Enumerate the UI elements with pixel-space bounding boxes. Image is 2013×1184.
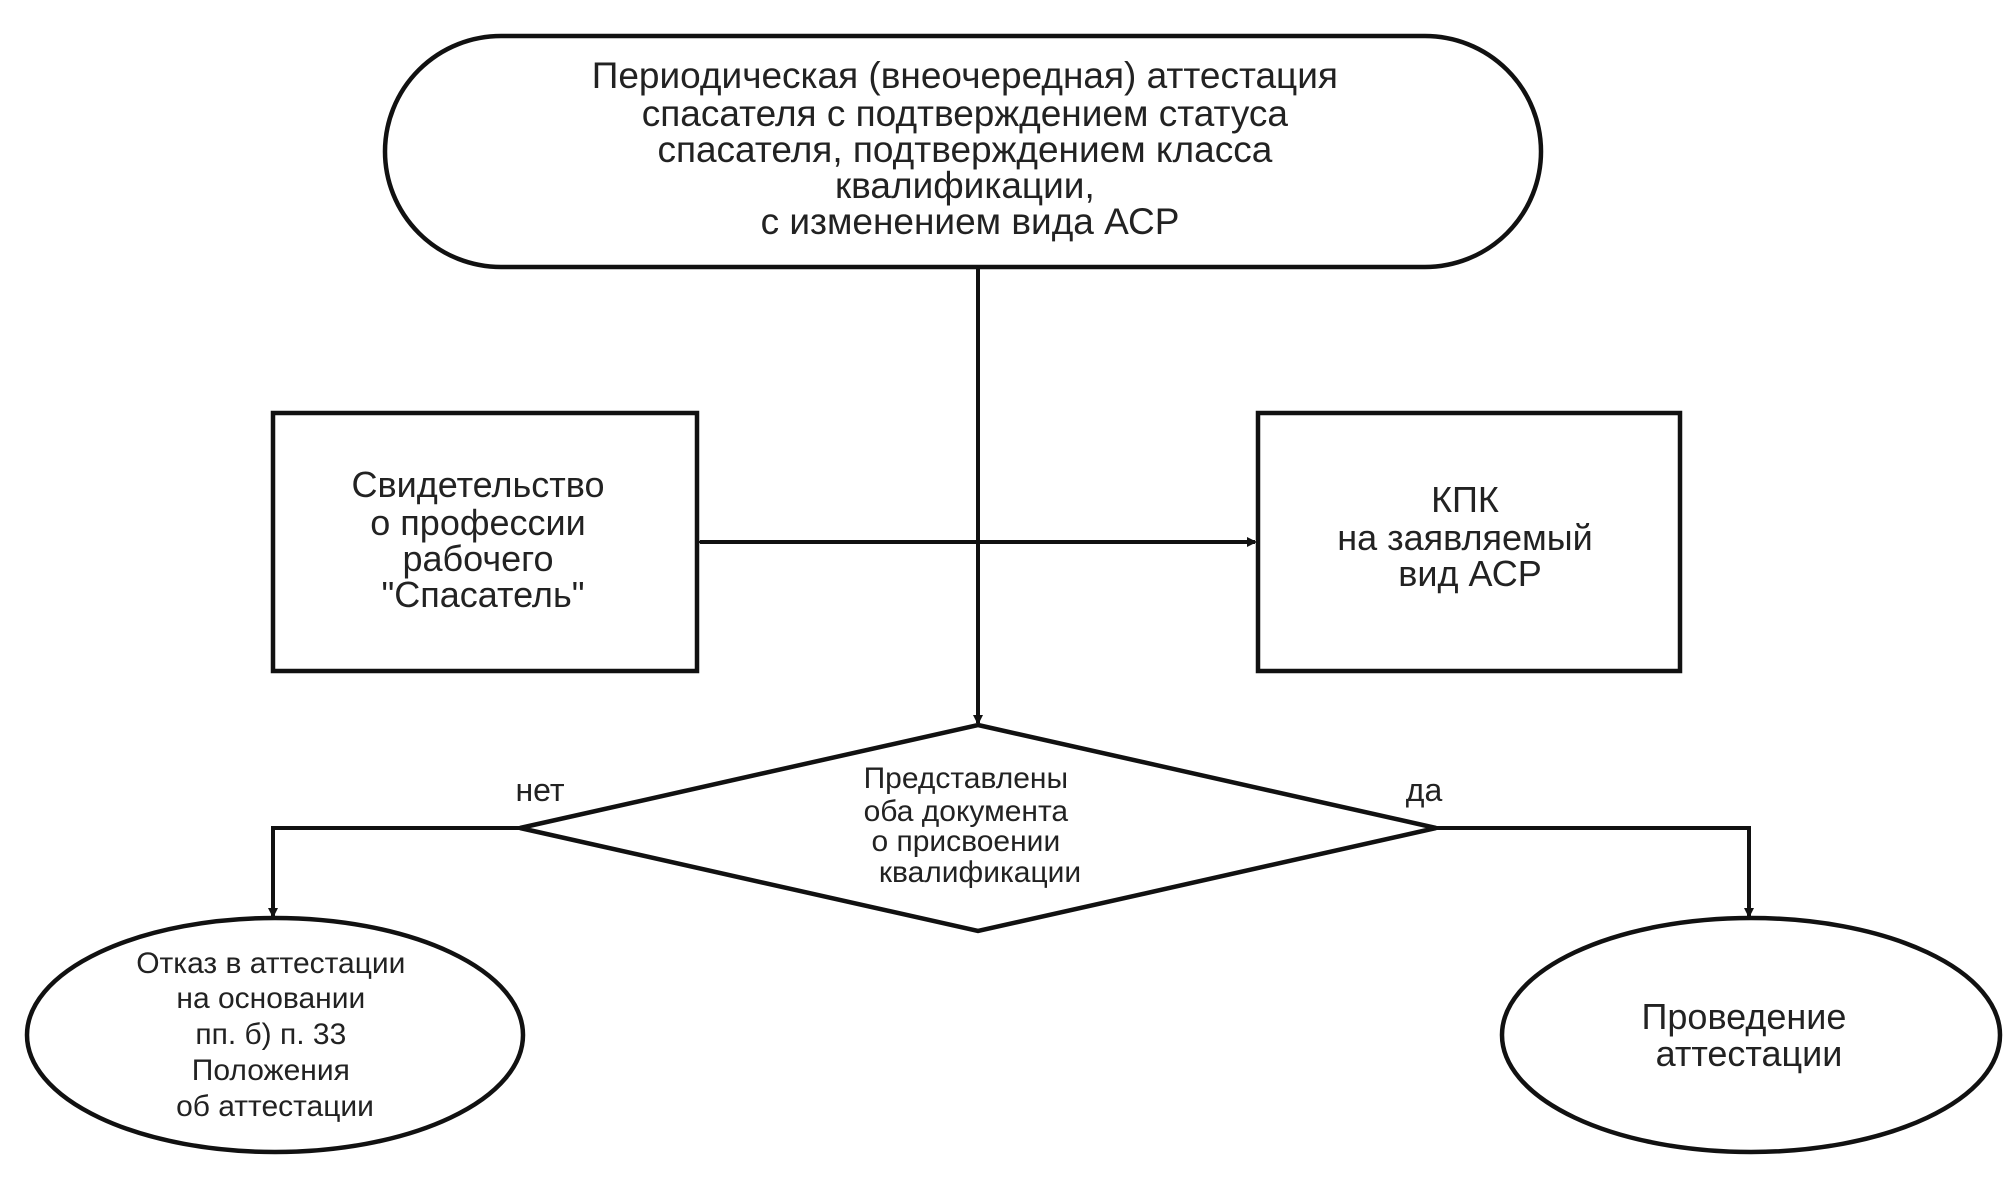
end-no-line: Положения — [192, 1054, 350, 1087]
decision-line: о присвоении — [871, 825, 1060, 858]
doc-left-line: рабочего — [402, 538, 553, 579]
end-yes-line: аттестации — [1656, 1033, 1843, 1074]
doc-left-line: о профессии — [370, 502, 585, 543]
end-no-line: об аттестации — [176, 1090, 374, 1123]
end-terminator-attestation: Проведение аттестации — [1499, 915, 2003, 1155]
doc-left-line: Свидетельство — [352, 464, 605, 505]
start-text-line: спасателя с подтверждением статуса — [642, 93, 1289, 134]
connector-no-branch — [268, 826, 520, 918]
yes-label: да — [1406, 772, 1443, 808]
start-text-line: с изменением вида АСР — [761, 201, 1180, 242]
start-text-line: Периодическая (внеочередная) аттестация — [592, 55, 1338, 96]
start-text-line: квалификации, — [835, 165, 1095, 206]
end-no-line: Отказ в аттестации — [136, 947, 405, 980]
document-box-certificate: Свидетельство о профессии рабочего "Спас… — [270, 410, 700, 674]
end-yes-line: Проведение — [1642, 996, 1847, 1037]
doc-left-line: "Спасатель" — [382, 574, 585, 615]
decision-line: Представлены — [864, 762, 1068, 795]
doc-right-line: вид АСР — [1398, 553, 1541, 594]
start-text-line: спасателя, подтверждением класса — [657, 129, 1272, 170]
document-box-kpk: КПК на заявляемый вид АСР — [1255, 410, 1683, 674]
svg-text:Представлены оба докумен: Представлены оба документа о присвоении … — [864, 762, 1082, 889]
decision-line: квалификации — [879, 856, 1081, 889]
end-terminator-refusal: Отказ в аттестации на основании пп. б) п… — [24, 915, 526, 1155]
end-no-line: пп. б) п. 33 — [195, 1018, 346, 1051]
doc-right-line: на заявляемый — [1337, 517, 1592, 558]
svg-text:Периодическая (внеочередная) а: Периодическая (внеочередная) аттестация … — [592, 55, 1348, 242]
no-label: нет — [515, 772, 564, 808]
svg-text:Отказ в аттестации на ос: Отказ в аттестации на основании пп. б) п… — [136, 947, 414, 1123]
start-terminator: Периодическая (внеочередная) аттестация … — [382, 33, 1544, 270]
end-no-line: на основании — [176, 982, 365, 1015]
doc-right-line: КПК — [1431, 479, 1499, 520]
connector-yes-branch — [1436, 826, 1754, 918]
svg-text:КПК на заявляемый: КПК на заявляемый вид АСР — [1337, 479, 1603, 594]
svg-text:Проведение аттестации: Проведение аттестации — [1642, 996, 1857, 1074]
decision-diamond: Представлены оба документа о присвоении … — [519, 722, 1437, 934]
svg-text:Свидетельство о професси: Свидетельство о профессии рабочего "Спас… — [352, 464, 615, 615]
decision-line: оба документа — [864, 795, 1069, 828]
